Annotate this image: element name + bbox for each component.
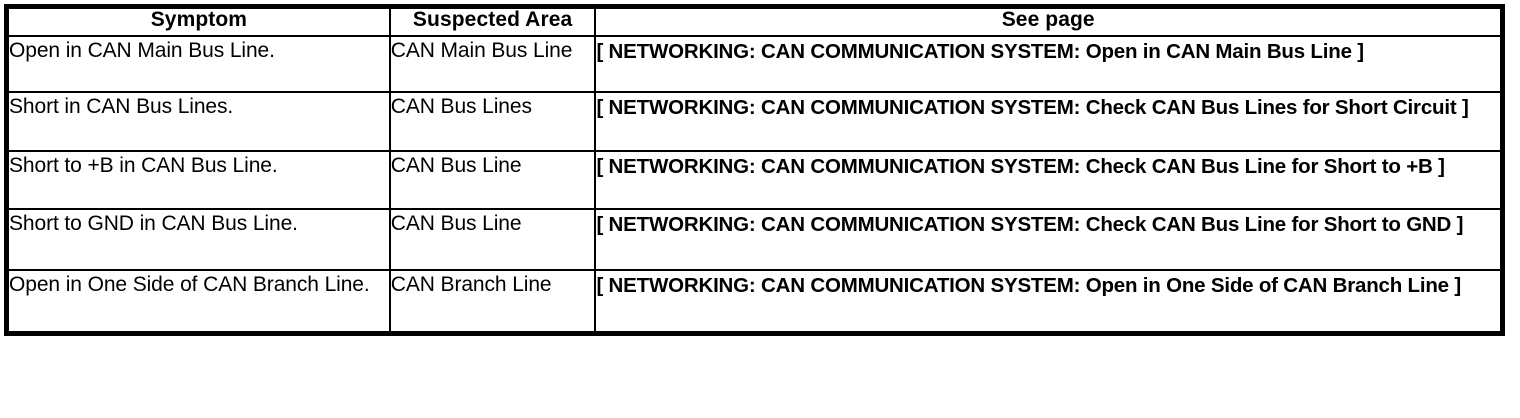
- cell-suspected-area: CAN Main Bus Line: [388, 35, 597, 93]
- cell-suspected-area: CAN Bus Lines: [388, 91, 597, 152]
- column-header-see-page: See page: [594, 5, 1504, 37]
- cell-symptom: Short to +B in CAN Bus Line.: [5, 150, 391, 210]
- cell-suspected-area: CAN Bus Line: [388, 208, 597, 271]
- diagnostic-symptom-table: Symptom Suspected Area See page Open in …: [4, 4, 1505, 336]
- table-row: Open in One Side of CAN Branch Line. CAN…: [5, 269, 1504, 335]
- cell-see-page: [ NETWORKING: CAN COMMUNICATION SYSTEM: …: [594, 35, 1504, 93]
- cell-see-page: [ NETWORKING: CAN COMMUNICATION SYSTEM: …: [594, 150, 1504, 210]
- table-row: Short to +B in CAN Bus Line. CAN Bus Lin…: [5, 150, 1504, 210]
- table-header-row: Symptom Suspected Area See page: [5, 5, 1504, 37]
- cell-see-page: [ NETWORKING: CAN COMMUNICATION SYSTEM: …: [594, 208, 1504, 271]
- table-row: Short to GND in CAN Bus Line. CAN Bus Li…: [5, 208, 1504, 271]
- column-header-suspected-area: Suspected Area: [388, 5, 597, 37]
- cell-symptom: Short to GND in CAN Bus Line.: [5, 208, 391, 271]
- cell-symptom: Open in CAN Main Bus Line.: [5, 35, 391, 93]
- column-header-symptom: Symptom: [5, 5, 391, 37]
- cell-see-page: [ NETWORKING: CAN COMMUNICATION SYSTEM: …: [594, 91, 1504, 152]
- table-row: Open in CAN Main Bus Line. CAN Main Bus …: [5, 35, 1504, 93]
- cell-see-page: [ NETWORKING: CAN COMMUNICATION SYSTEM: …: [594, 269, 1504, 335]
- table-row: Short in CAN Bus Lines. CAN Bus Lines [ …: [5, 91, 1504, 152]
- cell-symptom: Open in One Side of CAN Branch Line.: [5, 269, 391, 335]
- cell-symptom: Short in CAN Bus Lines.: [5, 91, 391, 152]
- cell-suspected-area: CAN Bus Line: [388, 150, 597, 210]
- cell-suspected-area: CAN Branch Line: [388, 269, 597, 335]
